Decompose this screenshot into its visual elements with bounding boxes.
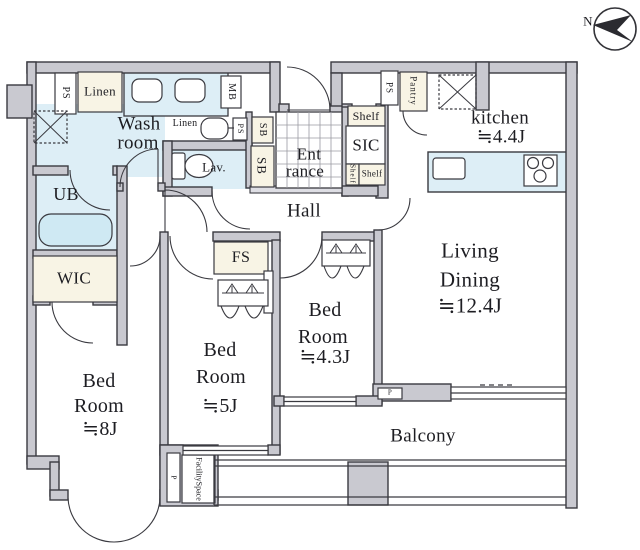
ps-mid-label: PS [236, 123, 245, 135]
north-arrow-icon [593, 7, 637, 51]
bed5-label-3: ≒5J [202, 395, 238, 417]
window-living [450, 384, 567, 400]
living-label-3: ≒12.4J [437, 293, 503, 318]
bed8-label-3: ≒8J [82, 418, 118, 440]
fs-label: FS [231, 249, 251, 266]
wic-label: WIC [57, 268, 91, 288]
bed43-label-1: Bed [308, 299, 342, 321]
bed5-door-swing [169, 235, 214, 280]
window-bed43 [283, 396, 357, 407]
unit-bath-door-swing [69, 169, 111, 211]
bed43-door-swing [279, 235, 323, 279]
facility-space-label-1: Facility [194, 457, 204, 482]
fridge-space-icon [438, 74, 477, 110]
wic-door-swing [51, 301, 94, 344]
ps-kitchen-label: PS [384, 81, 395, 95]
shoe-box-lower [250, 145, 275, 188]
windows [182, 384, 567, 456]
shelf-lower-label: Shelf [361, 168, 383, 179]
bathtub-icon [38, 213, 113, 247]
sic-label: SIC [352, 135, 380, 155]
bed8-door-swing [129, 235, 161, 267]
kitchen-label-2: ≒4.4J [476, 126, 526, 148]
washroom-label-2: room [117, 132, 159, 154]
unit-bath-label: UB [53, 184, 79, 204]
bed43-label-2: Room [297, 326, 349, 348]
stove-icon [523, 154, 558, 187]
bed5-label-2: Room [195, 366, 247, 388]
window-bed5 [182, 445, 269, 456]
bifold-doors-bed43 [323, 265, 365, 279]
pipe-right-label: P [387, 388, 393, 397]
ps-left-box [54, 72, 77, 115]
bifold-doors-bed5 [220, 305, 264, 319]
hall-label: Hall [287, 200, 321, 222]
entrance-label-2: rance [285, 161, 325, 181]
living-door-swing [377, 197, 411, 231]
ps-kitchen-box [380, 70, 399, 106]
kitchen-label-1: kitchen [470, 107, 530, 129]
ps-left-label: PS [60, 86, 71, 100]
pantry-label: Pantry [408, 76, 419, 106]
shelf-side-label: Shelf [348, 164, 357, 184]
sb-lower-label: SB [254, 157, 270, 175]
bed8-label-1: Bed [82, 370, 116, 392]
meter-box [220, 75, 242, 109]
sic-box [345, 125, 386, 165]
sb-upper-label: SB [257, 122, 268, 138]
living-label-1: Living [441, 238, 499, 263]
kitchen-sink-icon [432, 157, 466, 180]
door-swings [51, 66, 428, 543]
toilet-icon [171, 152, 214, 180]
fixtures [33, 74, 558, 319]
entrance-label-1: Ent [296, 144, 322, 164]
entrance-tiles [275, 111, 343, 189]
linen-upper-box [77, 71, 123, 113]
washroom-label-1: Wash [117, 113, 161, 135]
vanity-sinks-icon [131, 78, 206, 103]
lavatory-label: Lav. [202, 159, 226, 175]
closet-hanger-icon-bed43 [321, 239, 371, 279]
pipe-right-box [377, 387, 403, 400]
bed43-label-3: ≒4.3J [299, 346, 351, 368]
balcony-railing [213, 455, 566, 506]
shoe-box-upper [251, 116, 274, 144]
washroom-door-swing [119, 148, 159, 188]
facility-space-label-2: Space [194, 481, 204, 501]
service-boxes [32, 70, 428, 504]
north-label: N [583, 13, 593, 29]
pantry-door-swing [402, 110, 428, 136]
ps-mid-box [232, 117, 248, 141]
washer-space-icon [33, 110, 68, 144]
shelf-upper-label: Shelf [352, 109, 380, 123]
facility-space-label: FacilitySpace [194, 457, 204, 501]
linen-upper-label: Linen [84, 83, 116, 99]
hand-basin-icon [200, 117, 234, 140]
facility-space-box [181, 454, 216, 504]
linen-small-label: Linen [172, 118, 198, 129]
balcony-label: Balcony [390, 425, 456, 447]
meter-box-label: MB [226, 83, 237, 101]
fs-box [213, 241, 269, 275]
corridor-door-swing [164, 189, 208, 233]
pipe-left-box [166, 452, 181, 503]
lavatory-door-swing [211, 190, 251, 230]
living-label-2: Dining [439, 267, 501, 292]
closet-hanger-icon-bed5 [217, 279, 269, 319]
pipe-left-label: P [169, 475, 178, 481]
entrance-door-swing [286, 66, 331, 111]
wic-box [32, 255, 118, 303]
bed8-balcony-doors-swing [67, 497, 161, 543]
shelf-lower-box [358, 163, 386, 186]
pantry-box [399, 71, 428, 112]
bed5-label-1: Bed [203, 339, 237, 361]
bed8-label-2: Room [73, 395, 125, 417]
